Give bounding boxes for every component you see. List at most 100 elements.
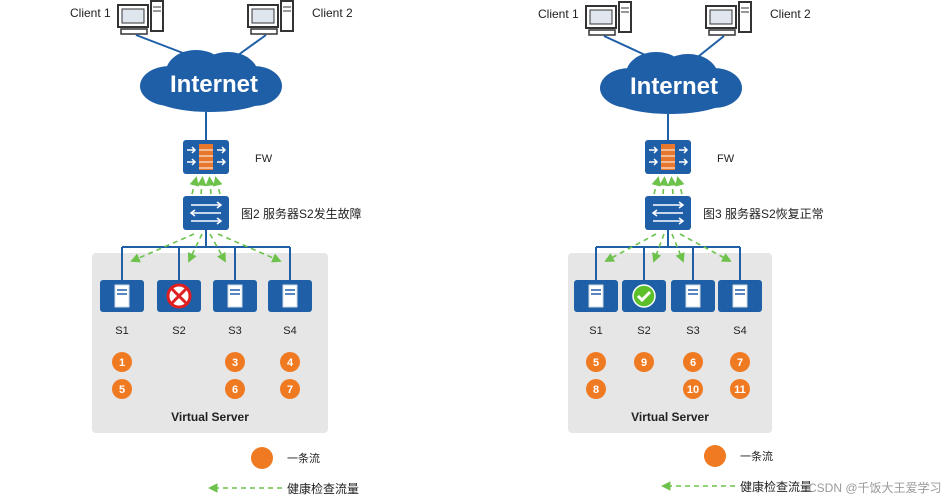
flow-dot: 6 xyxy=(683,352,703,372)
flow-circle xyxy=(280,379,300,399)
flow-circle xyxy=(251,447,273,469)
flow-circle xyxy=(586,352,606,372)
cloud-lobe xyxy=(150,76,270,112)
flow-circle xyxy=(634,352,654,372)
server-icon-s2 xyxy=(157,280,201,312)
health-check-arrow xyxy=(667,176,677,195)
arrow-mark xyxy=(649,146,659,154)
flow-number: 6 xyxy=(690,357,696,369)
keyboard-shape xyxy=(250,28,278,35)
flow-number: 4 xyxy=(287,357,294,369)
fw-label: FW xyxy=(255,153,273,165)
server-tower xyxy=(227,284,243,308)
internet-label: Internet xyxy=(170,71,258,98)
flow-number: 7 xyxy=(737,357,743,369)
server-label: S1 xyxy=(115,325,128,337)
legend-flow-label: 一条流 xyxy=(287,451,320,465)
client2-computer xyxy=(705,1,752,36)
server-icon-s4 xyxy=(718,280,762,312)
firewall-bricks xyxy=(661,144,675,170)
health-check-arrow xyxy=(197,176,207,195)
server-icon-s1 xyxy=(574,280,618,312)
server-tower xyxy=(588,284,604,308)
server-icon-s4 xyxy=(268,280,312,312)
health-check-arrow xyxy=(189,176,199,195)
flow-dot: 7 xyxy=(730,352,750,372)
arrow-mark xyxy=(187,158,197,166)
flow-number: 9 xyxy=(641,357,647,369)
figure-caption: 图2 服务器S2发生故障 xyxy=(241,206,362,221)
server-icon-s2 xyxy=(622,280,666,312)
health-check-arrow xyxy=(213,176,223,195)
flow-dot: 4 xyxy=(280,352,300,372)
ok-check xyxy=(636,290,652,303)
screen-shape xyxy=(251,8,275,24)
flow-dot: 10 xyxy=(683,379,703,399)
health-check-arrow xyxy=(679,233,732,262)
load-balancer-icon xyxy=(645,196,691,230)
client2-label: Client 2 xyxy=(312,6,353,20)
flow-circle xyxy=(280,352,300,372)
flow-number: 3 xyxy=(232,357,238,369)
flow-number: 10 xyxy=(687,384,699,396)
client1-label: Client 1 xyxy=(538,7,579,21)
legend-health-label: 健康检查流量 xyxy=(287,481,359,496)
arrow-mark xyxy=(217,158,227,166)
client2-label: Client 2 xyxy=(770,7,811,21)
flow-dot: 6 xyxy=(225,379,245,399)
flow-circle xyxy=(730,379,750,399)
flow-circle xyxy=(730,352,750,372)
screen-shape xyxy=(589,9,613,25)
health-check-arrow xyxy=(659,176,669,195)
server-label: S4 xyxy=(283,325,296,337)
screen-shape xyxy=(121,8,145,24)
legend-flow-label: 一条流 xyxy=(740,449,773,463)
health-check-arrow xyxy=(188,233,203,263)
tower-shape xyxy=(738,1,752,33)
health-check-arrow xyxy=(217,233,282,263)
server-icon-s1 xyxy=(100,280,144,312)
lb-arrow xyxy=(651,209,658,217)
lb-arrow xyxy=(678,201,685,209)
health-check-arrow xyxy=(130,233,195,263)
server-label: S3 xyxy=(228,325,241,337)
flow-number: 7 xyxy=(287,384,293,396)
flow-circle xyxy=(112,352,132,372)
server-icon-s3 xyxy=(213,280,257,312)
client2-computer xyxy=(247,0,294,35)
flow-dot: 1 xyxy=(112,352,132,372)
flow-number: 1 xyxy=(119,357,125,369)
server-tower xyxy=(732,284,748,308)
flow-circle xyxy=(683,352,703,372)
lb-arrow xyxy=(189,209,196,217)
health-check-arrow xyxy=(604,233,657,262)
health-check-arrow xyxy=(671,233,685,263)
flow-dot: 5 xyxy=(112,379,132,399)
internet-label: Internet xyxy=(630,73,718,100)
flow-dot: 9 xyxy=(634,352,654,372)
fw-label: FW xyxy=(717,153,735,165)
arrow-mark xyxy=(679,146,689,154)
flow-circle xyxy=(704,445,726,467)
arrow-mark xyxy=(649,158,659,166)
lb-arrow xyxy=(678,217,685,225)
server-label: S1 xyxy=(589,325,602,337)
arrow-mark xyxy=(679,158,689,166)
server-label: S2 xyxy=(637,325,650,337)
health-check-arrow xyxy=(675,176,685,195)
tower-shape xyxy=(280,0,294,32)
flow-dot: 7 xyxy=(280,379,300,399)
keyboard-shape xyxy=(120,28,148,35)
keyboard-shape xyxy=(588,29,616,36)
arrow-mark xyxy=(187,146,197,154)
tower-shape xyxy=(150,0,164,32)
figure-caption: 图3 服务器S2恢复正常 xyxy=(703,206,824,221)
screen-shape xyxy=(709,9,733,25)
flow-number: 5 xyxy=(593,357,599,369)
flow-dot xyxy=(704,445,726,467)
lb-arrow xyxy=(216,201,223,209)
flow-circle xyxy=(586,379,606,399)
